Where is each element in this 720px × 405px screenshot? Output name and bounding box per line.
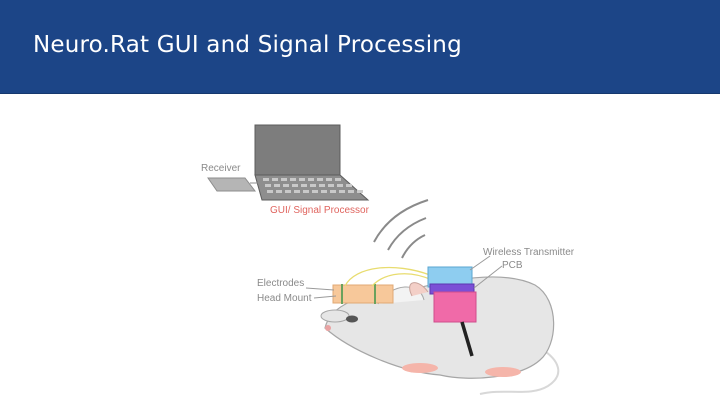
gui-signal-processor-label: GUI/ Signal Processor xyxy=(270,205,370,216)
leader-lines xyxy=(305,255,503,299)
neurorat-diagram: Receiver GUI/ Signal Processor Wireless … xyxy=(201,124,575,395)
slide-header: Neuro.Rat GUI and Signal Processing xyxy=(0,0,720,94)
wireless-signal-icon xyxy=(373,199,429,259)
head-mount-label: Head Mount xyxy=(257,293,312,304)
electrodes-label: Electrodes xyxy=(257,278,304,289)
electrode-wires-icon xyxy=(344,266,433,287)
laptop-icon xyxy=(254,124,370,201)
receiver-icon xyxy=(207,177,262,192)
backpack-icon xyxy=(427,266,477,357)
slide-title: Neuro.Rat GUI and Signal Processing xyxy=(33,32,462,58)
wireless-transmitter-label: Wireless Transmitter xyxy=(483,247,575,258)
pcb-label: PCB xyxy=(502,260,523,271)
head-mount-icon xyxy=(332,284,394,304)
receiver-label: Receiver xyxy=(201,163,241,174)
